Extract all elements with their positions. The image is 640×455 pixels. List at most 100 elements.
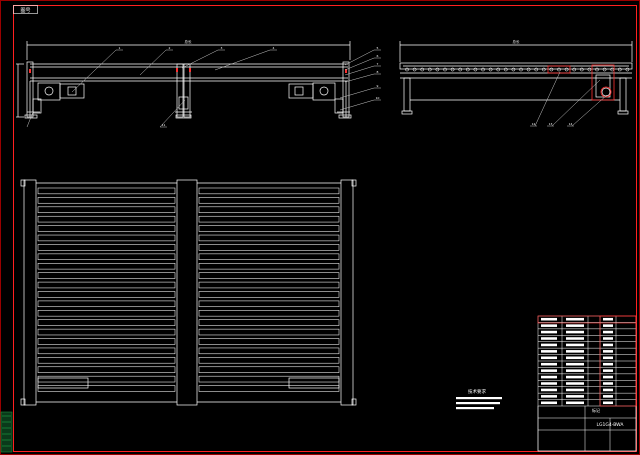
corner-tag-text: 图号 (20, 8, 30, 14)
title-block-cell-fill (566, 337, 584, 340)
title-block-cell-fill (603, 343, 613, 347)
side-roller (481, 67, 485, 72)
plan-roller (37, 206, 176, 213)
balloon-label: 8 (377, 70, 379, 74)
drawing-number: LG1G4-BWA (597, 422, 625, 428)
title-block-cell-fill (541, 382, 557, 385)
plan-roller (198, 244, 340, 251)
side-roller (610, 67, 615, 72)
plan-roller (198, 366, 340, 373)
title-block-cell-fill (566, 350, 584, 353)
plan-roller (198, 291, 340, 298)
plan-roller (198, 272, 340, 279)
front-view: 总长 (16, 39, 352, 119)
side-roller (420, 67, 425, 72)
side-view (399, 41, 633, 115)
plan-roller (37, 215, 176, 223)
title-block-cell-fill (603, 350, 613, 353)
title-block-cell-fill (603, 382, 613, 385)
plan-roller (198, 234, 340, 242)
side-roller (458, 67, 463, 72)
side-roller (617, 67, 622, 72)
side-highlights (547, 64, 615, 101)
part-balloon: 3 (218, 46, 225, 51)
plan-roller (198, 215, 340, 223)
side-roller (519, 67, 523, 72)
side-roller (488, 67, 493, 72)
plan-roller (198, 206, 340, 213)
plan-roller (37, 319, 176, 326)
balloon-label: 7 (377, 62, 379, 66)
title-block-highlights (537, 315, 637, 407)
balloon-label: 4 (273, 46, 275, 50)
balloon-label: 10 (376, 96, 380, 100)
title-block-cell-fill (541, 395, 557, 398)
part-balloon: 9 (374, 84, 381, 89)
part-balloon: 4 (270, 46, 277, 51)
binding-strip (0, 411, 13, 453)
plan-roller (198, 197, 340, 204)
title-block-cell-fill (603, 395, 613, 398)
corner-tag: 图号 (13, 5, 38, 14)
title-block-cell-fill (566, 362, 584, 366)
plan-roller (198, 338, 340, 345)
front-leaders (26, 49, 375, 128)
plan-roller (37, 262, 176, 270)
balloon-label: 12 (532, 122, 536, 126)
title-block-cell-fill (603, 317, 613, 321)
title-block-cell-fill (566, 369, 584, 372)
side-roller (625, 67, 630, 72)
part-balloon: 13 (547, 122, 554, 127)
title-block-fills (541, 317, 613, 405)
plan-roller (37, 244, 176, 251)
side-roller (465, 67, 470, 72)
balloon-label: 2 (169, 46, 171, 50)
side-roller (496, 67, 501, 72)
motor-left (37, 82, 85, 101)
plan-roller (37, 385, 176, 392)
title-block-cell-fill (541, 356, 557, 360)
side-roller (473, 67, 478, 72)
balloon-label: 3 (221, 46, 223, 50)
plan-roller (198, 328, 340, 336)
plan-roller (37, 225, 176, 232)
part-balloon: 8 (374, 70, 381, 75)
plan-roller (198, 225, 340, 232)
side-roller (435, 67, 440, 72)
title-block-cell-fill (603, 324, 613, 327)
plan-roller (37, 281, 176, 289)
balloon-label: 6 (377, 54, 379, 58)
plan-roller (37, 291, 176, 298)
side-roller (405, 67, 409, 72)
plan-roller (37, 234, 176, 242)
title-block-mark: 标记 (592, 407, 600, 413)
part-balloon: 2 (166, 46, 173, 51)
part-balloon: 11 (160, 123, 167, 128)
title-block-cell-fill (603, 375, 613, 379)
side-roller (526, 67, 531, 72)
plan-roller (198, 310, 340, 317)
title-block-cell-fill (603, 337, 613, 340)
plan-roller (37, 328, 176, 336)
title-block-cell-fill (566, 317, 584, 321)
title-block-cell-fill (566, 324, 584, 327)
title-block-cell-fill (603, 356, 613, 360)
side-roller (579, 67, 584, 72)
plan-roller (198, 357, 340, 364)
title-block-cell-fill (566, 343, 584, 347)
title-block-cell-fill (603, 330, 613, 334)
side-roller (450, 67, 455, 72)
side-roller (549, 67, 554, 72)
side-roller (564, 67, 569, 72)
motor-right (288, 82, 336, 101)
plan-roller (37, 375, 176, 383)
plan-roller (37, 187, 176, 195)
balloon-label: 1 (119, 46, 121, 50)
title-block-cell-fill (541, 324, 557, 327)
title-block-cell-fill (541, 401, 557, 405)
side-leaders (534, 71, 608, 127)
title-block-cell-fill (541, 317, 557, 321)
plan-roller (198, 187, 340, 195)
notes-title: 技术要求 (468, 388, 486, 395)
plan-roller (198, 262, 340, 270)
